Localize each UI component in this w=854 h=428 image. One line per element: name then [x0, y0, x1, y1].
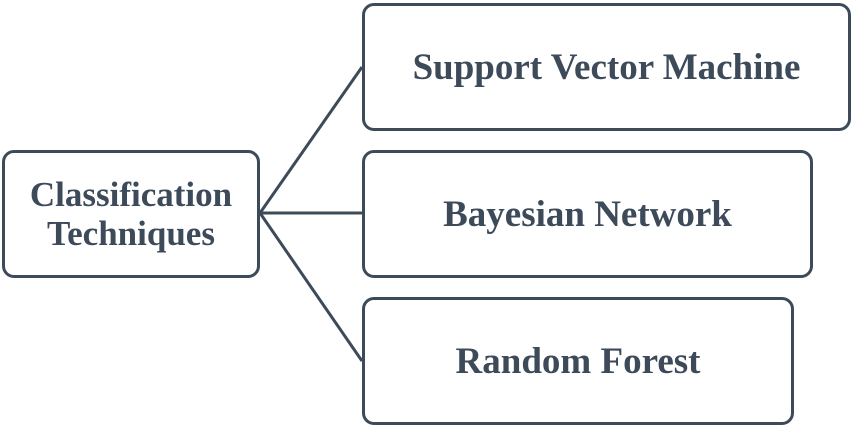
root-node-label: Classification Techniques: [30, 175, 232, 253]
child-node-label: Random Forest: [455, 340, 701, 382]
root-label-line-1: Classification: [29, 175, 233, 214]
child-node-random-forest: Random Forest: [362, 297, 794, 425]
root-node-classification-techniques: Classification Techniques: [2, 150, 260, 278]
child-node-support-vector-machine: Support Vector Machine: [362, 3, 851, 131]
connector-to-support-vector-machine: [258, 66, 364, 214]
connector-to-random-forest: [258, 212, 364, 362]
child-node-bayesian-network: Bayesian Network: [362, 150, 813, 278]
root-label-line-2: Techniques: [47, 214, 215, 253]
child-node-label: Support Vector Machine: [412, 46, 801, 88]
child-node-label: Bayesian Network: [443, 193, 732, 235]
